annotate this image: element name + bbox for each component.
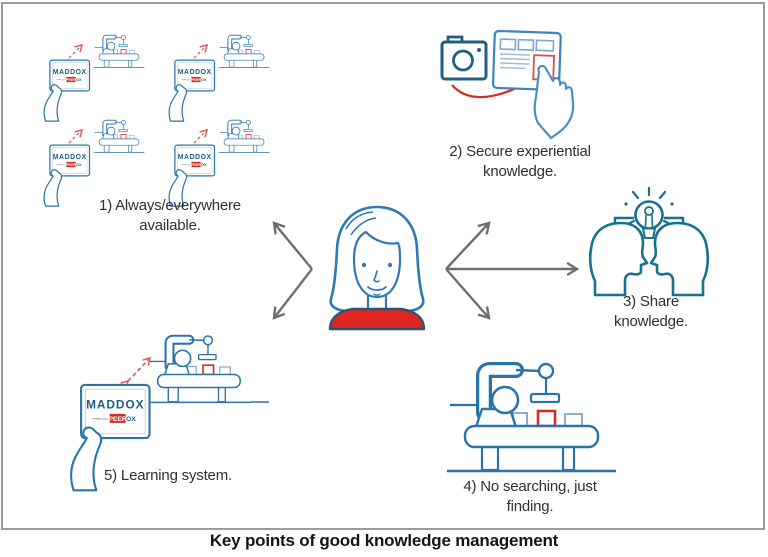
label-point1: 1) Always/everywhere available. [60, 196, 280, 237]
two-heads-lightbulb-icon [588, 186, 710, 297]
robot-arm-table-icon [438, 343, 633, 481]
right-head-icon [649, 221, 710, 297]
woman-user-icon [328, 205, 426, 331]
left-head-icon [588, 221, 649, 297]
label-point1-line1: 1) Always/everywhere [99, 197, 241, 214]
lightbulb-icon [624, 186, 674, 239]
figure-caption: Key points of good knowledge management [209, 531, 559, 550]
label-point3: 3) Share knowledge. [580, 292, 722, 333]
label-point2: 2) Secure experiential knowledge. [415, 142, 625, 183]
tablet-robot-grid-icon [43, 27, 303, 202]
label-point3-line2: knowledge. [614, 313, 688, 331]
label-point2-line2: knowledge. [483, 163, 557, 181]
label-point5: 5) Learning system. [63, 466, 273, 486]
tablet-robot-learning-icon [70, 328, 269, 492]
face [352, 230, 402, 299]
label-point3-line1: 3) Share [623, 293, 679, 310]
red-sync-arrow [120, 356, 152, 389]
label-point4: 4) No searching, just finding. [425, 477, 635, 518]
label-point5-line1: 5) Learning system. [104, 467, 232, 484]
pointing-hand-icon [533, 64, 575, 140]
camera-icon [440, 35, 488, 81]
label-point4-line2: finding. [506, 498, 554, 516]
red-shirt [328, 307, 426, 331]
label-point2-line1: 2) Secure experiential [449, 143, 591, 160]
camera-to-tablet-capture-icon [440, 29, 575, 140]
label-point1-line2: available. [139, 217, 201, 235]
label-point4-line1: 4) No searching, just [463, 478, 597, 495]
